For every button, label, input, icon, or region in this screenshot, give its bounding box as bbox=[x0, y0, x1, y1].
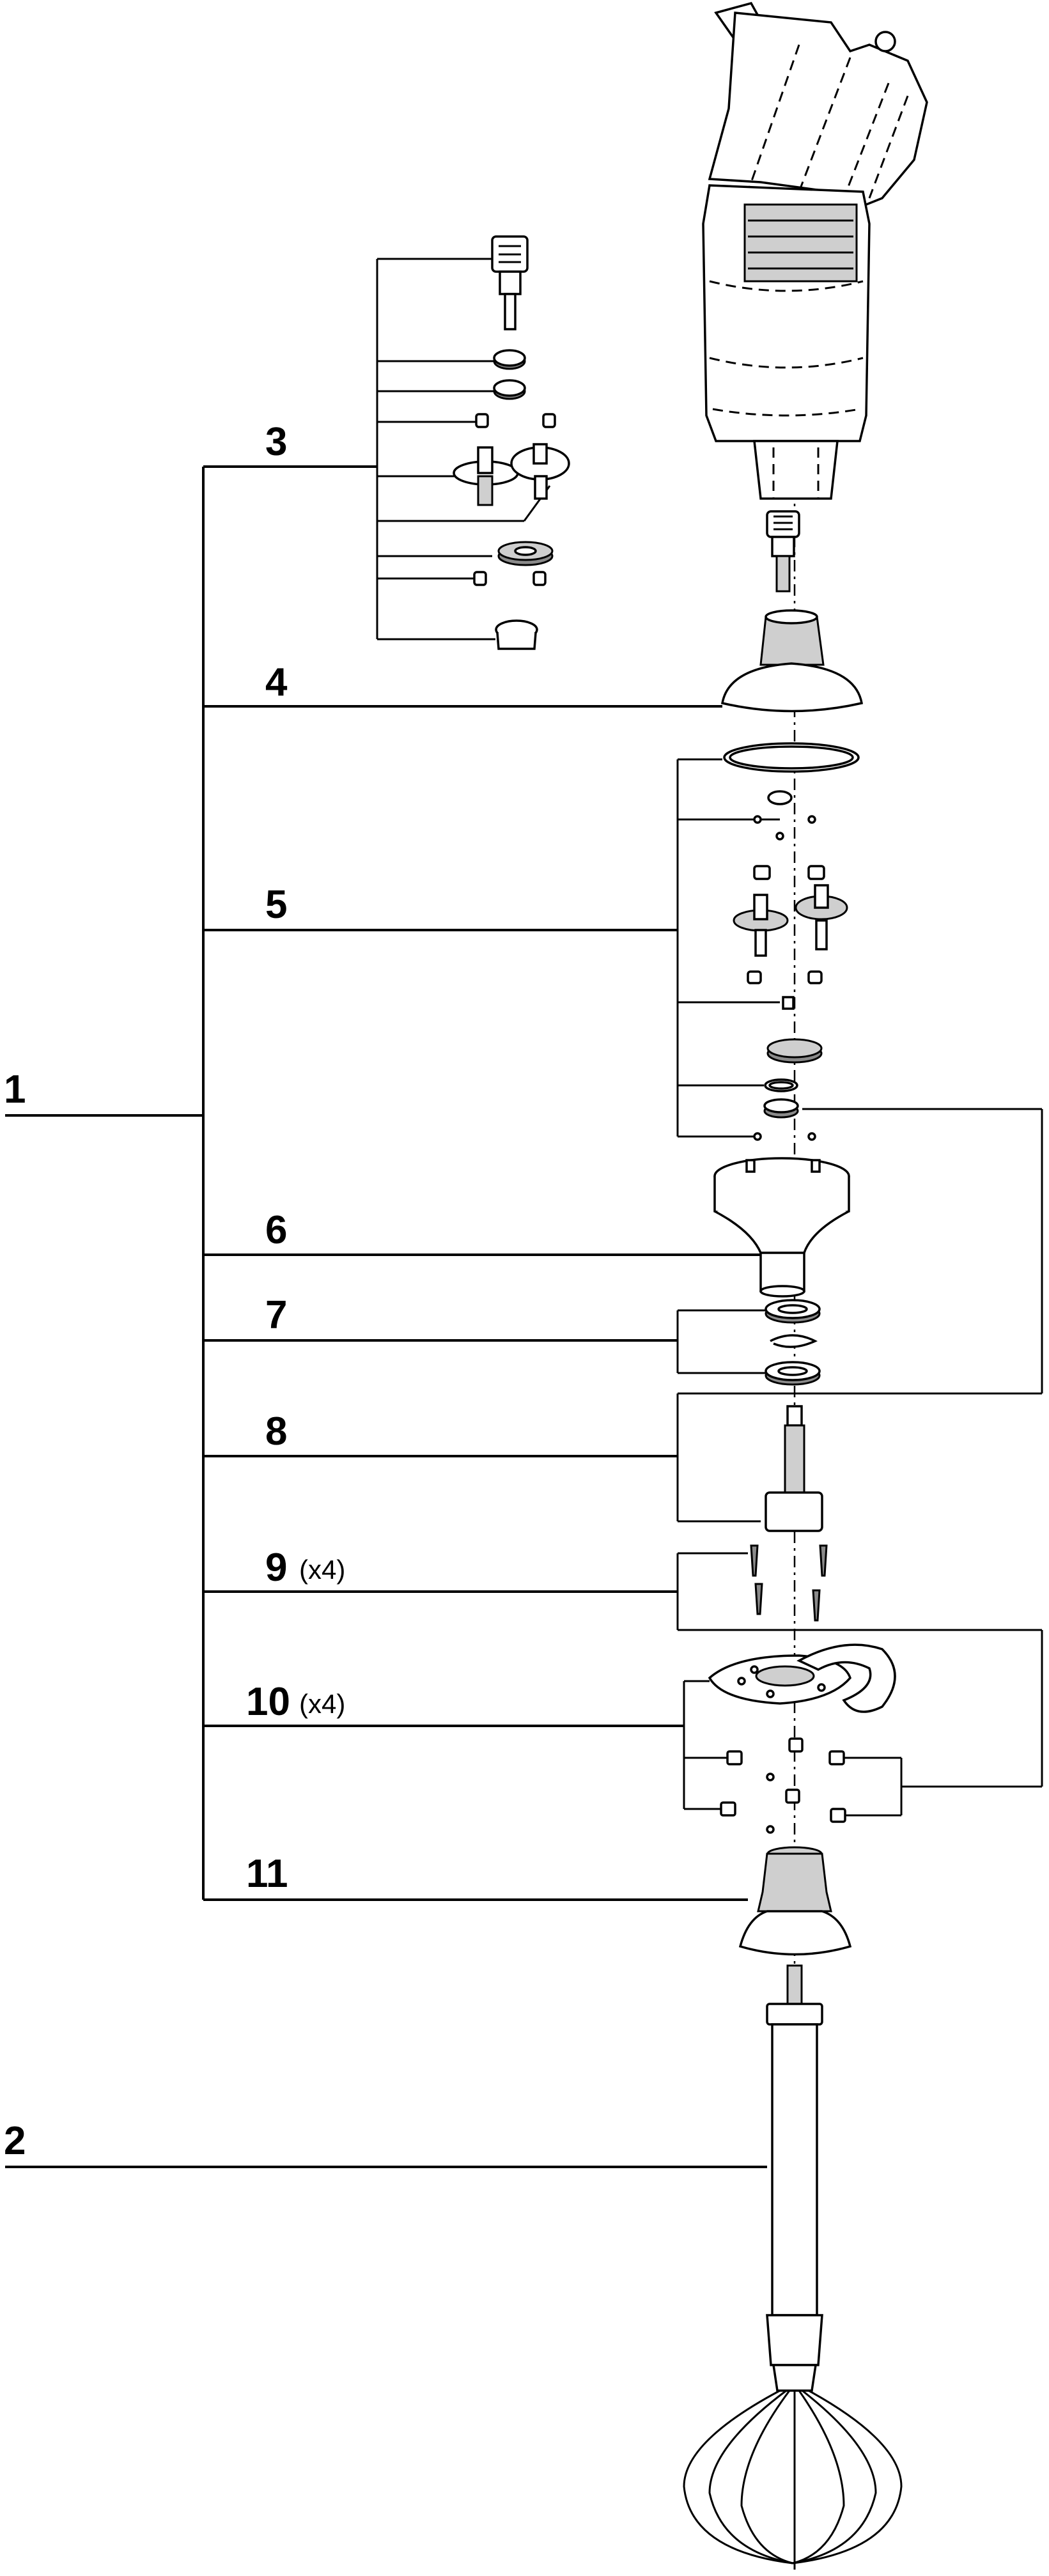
callout-3: 3 bbox=[265, 420, 287, 464]
motor-housing bbox=[702, 1, 928, 500]
callout-10-qty: (x4) bbox=[299, 1689, 345, 1719]
callout-4: 4 bbox=[265, 660, 288, 704]
callout-10: 10 bbox=[246, 1680, 290, 1724]
group-10-fittings bbox=[720, 1737, 846, 1834]
group-9-screws bbox=[750, 1544, 828, 1622]
part-11-cone bbox=[738, 1846, 852, 1956]
motor-coupling bbox=[766, 510, 800, 593]
part-10-plate bbox=[708, 1643, 896, 1713]
callout-8: 8 bbox=[265, 1409, 287, 1454]
callout-9-qty: (x4) bbox=[299, 1555, 345, 1585]
callout-9: 9 bbox=[265, 1546, 287, 1590]
part-2-whisk bbox=[683, 1964, 903, 2570]
callout-1: 1 bbox=[4, 1067, 26, 1112]
callout-6: 6 bbox=[265, 1208, 287, 1252]
group-5-parts bbox=[723, 742, 860, 1141]
leader-lines bbox=[5, 258, 1043, 2168]
part-4-dome bbox=[720, 609, 864, 713]
callout-labels: 1 2 3 4 5 6 7 8 9 (x4) 10 (x4) 11 bbox=[4, 420, 345, 2163]
callout-2: 2 bbox=[4, 2119, 26, 2163]
callout-11: 11 bbox=[246, 1852, 288, 1896]
part-6-housing bbox=[713, 1157, 850, 1298]
group-3-parts bbox=[453, 235, 570, 650]
callout-7: 7 bbox=[265, 1293, 287, 1337]
part-8-shaft bbox=[765, 1405, 823, 1532]
callout-5: 5 bbox=[265, 883, 287, 927]
group-7-parts bbox=[765, 1299, 821, 1386]
